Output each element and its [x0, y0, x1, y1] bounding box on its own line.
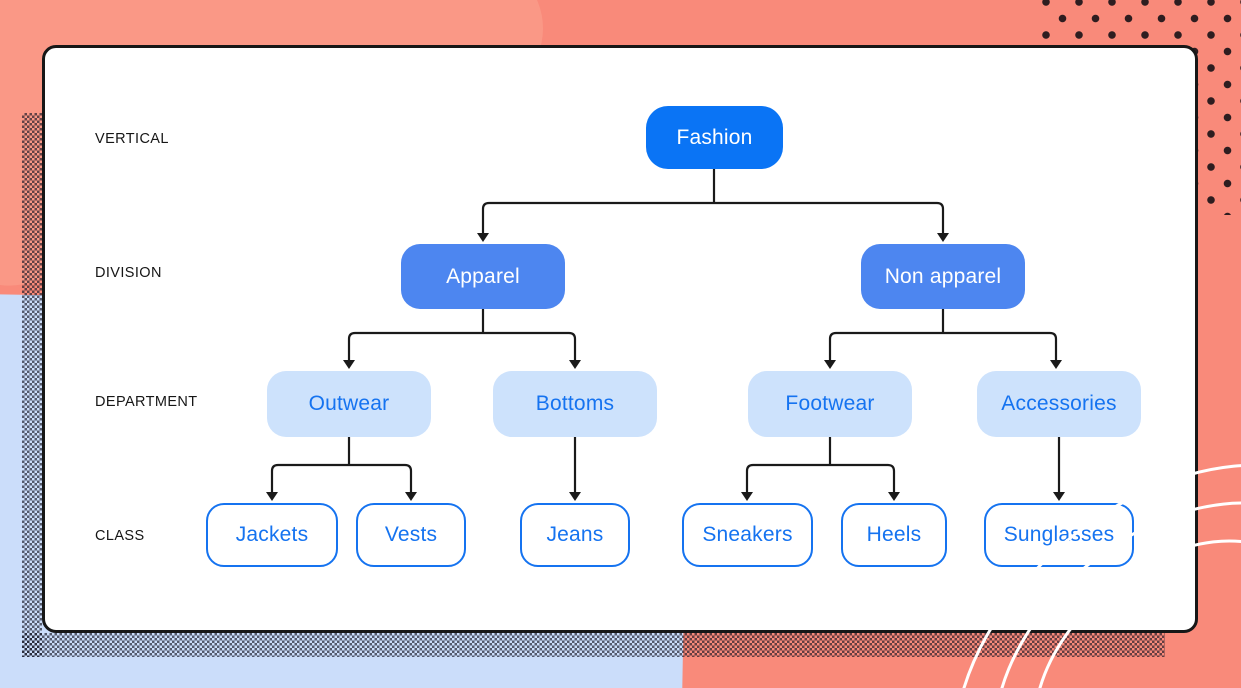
- node-jeans: Jeans: [520, 503, 630, 567]
- arrowhead-icon: [569, 360, 581, 369]
- node-apparel: Apparel: [401, 244, 565, 309]
- arrowhead-icon: [741, 492, 753, 501]
- node-non-apparel: Non apparel: [861, 244, 1025, 309]
- node-bottoms: Bottoms: [493, 371, 657, 437]
- node-sunglasses: Sunglasses: [984, 503, 1134, 567]
- node-jackets: Jackets: [206, 503, 338, 567]
- arrowhead-icon: [1053, 492, 1065, 501]
- node-outwear: Outwear: [267, 371, 431, 437]
- node-footwear: Footwear: [748, 371, 912, 437]
- arrowhead-icon: [405, 492, 417, 501]
- halftone-shadow-bottom: [22, 633, 1165, 657]
- arrowhead-icon: [266, 492, 278, 501]
- arrowhead-icon: [343, 360, 355, 369]
- node-accessories: Accessories: [977, 371, 1141, 437]
- arrowhead-icon: [477, 233, 489, 242]
- row-label-department: DEPARTMENT: [95, 394, 198, 410]
- arrowhead-icon: [569, 492, 581, 501]
- arrowhead-icon: [888, 492, 900, 501]
- node-heels: Heels: [841, 503, 947, 567]
- row-label-class: CLASS: [95, 528, 145, 544]
- node-fashion: Fashion: [646, 106, 783, 169]
- diagram-card: VERTICAL DIVISION DEPARTMENT CLASS: [42, 45, 1198, 633]
- row-label-vertical: VERTICAL: [95, 131, 169, 147]
- halftone-shadow-left: [22, 113, 42, 657]
- node-vests: Vests: [356, 503, 466, 567]
- arrowhead-icon: [824, 360, 836, 369]
- row-label-division: DIVISION: [95, 265, 162, 281]
- arrowhead-icon: [1050, 360, 1062, 369]
- node-sneakers: Sneakers: [682, 503, 813, 567]
- arrowhead-icon: [937, 233, 949, 242]
